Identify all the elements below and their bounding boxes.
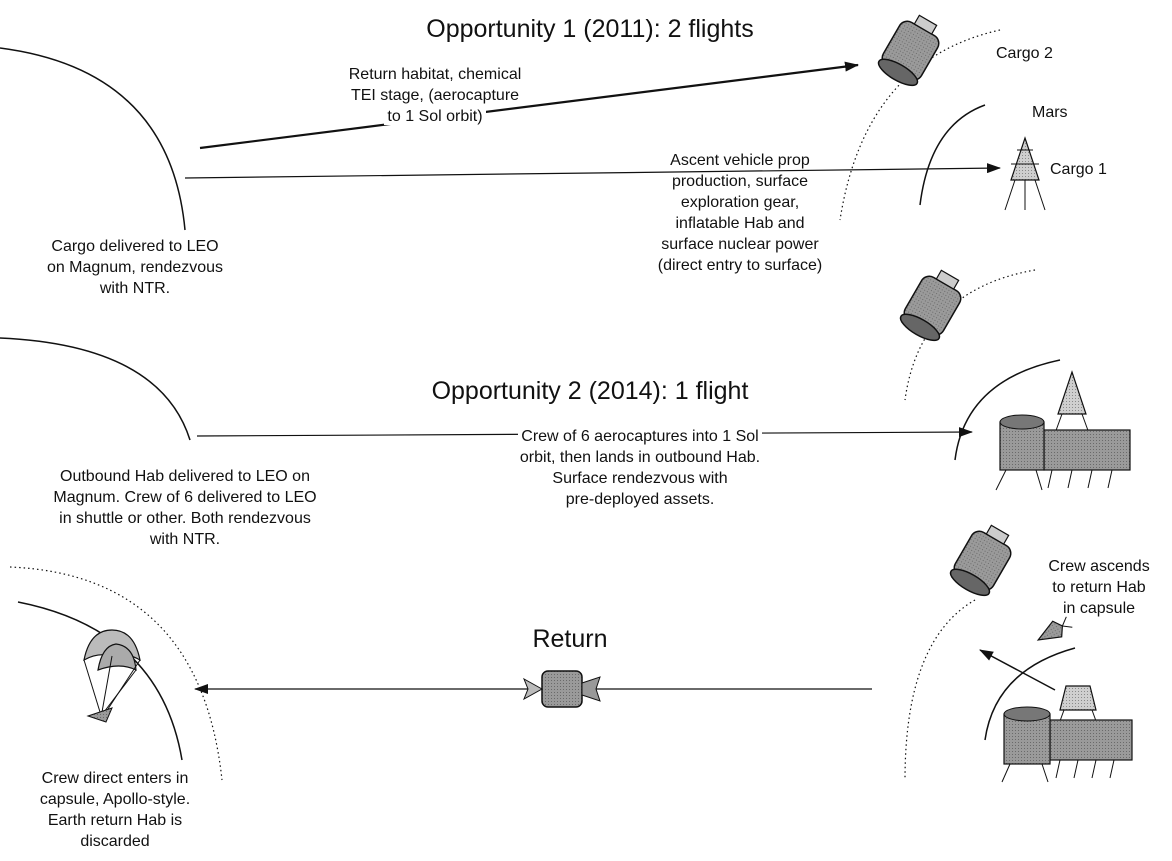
mars-orbit-3	[904, 599, 976, 781]
mars-label: Mars	[1032, 104, 1068, 121]
arrow-ascent	[979, 649, 1056, 691]
opportunity2-earth-note: Outbound Hab delivered to LEO on Magnum.…	[53, 468, 317, 548]
arrow-cargo1	[184, 163, 1001, 179]
cargo1-lander	[1004, 136, 1046, 211]
parachute-capsule	[83, 629, 141, 723]
return-title: Return	[532, 625, 608, 653]
return-hab-orbit	[946, 518, 1020, 601]
cargo1-description: Ascent vehicle prop production, surface …	[620, 150, 860, 276]
opportunity1-title: Opportunity 1 (2011): 2 flights	[426, 15, 754, 43]
earth-orbit-dotted	[9, 566, 223, 781]
mars-orbit-1	[839, 29, 1001, 221]
opportunity2-title: Opportunity 2 (2014): 1 flight	[431, 377, 749, 405]
return-transit-vehicle	[523, 670, 601, 708]
opportunity1-earth-note: Cargo delivered to LEO on Magnum, rendez…	[46, 238, 224, 297]
crew-description: Crew of 6 aerocaptures into 1 Sol orbit,…	[518, 428, 762, 508]
arrow-cargo2	[199, 61, 859, 150]
earth-arc-2	[0, 337, 191, 441]
cargo2-description: Return habitat, chemical TEI stage, (aer…	[320, 64, 550, 127]
surface-base-2	[1001, 685, 1133, 783]
surface-base-1	[995, 370, 1131, 491]
ascent-capsule	[1036, 616, 1073, 641]
cargo2-ship	[874, 8, 948, 91]
mars-orbit-2	[904, 269, 1036, 401]
mars-arc-2	[954, 359, 1061, 461]
mars-arc-3	[984, 647, 1076, 741]
cargo1-label: Cargo 1	[1050, 161, 1107, 178]
orbiting-return-hab	[896, 263, 970, 346]
mars-arc-1	[919, 104, 986, 206]
earth-arc-1	[0, 47, 186, 231]
return-earth-note: Crew direct enters in capsule, Apollo-st…	[39, 770, 191, 850]
ascent-note: Crew ascends to return Hab in capsule	[1043, 556, 1155, 619]
earth-arc-3	[17, 601, 183, 761]
cargo2-label: Cargo 2	[996, 45, 1053, 62]
